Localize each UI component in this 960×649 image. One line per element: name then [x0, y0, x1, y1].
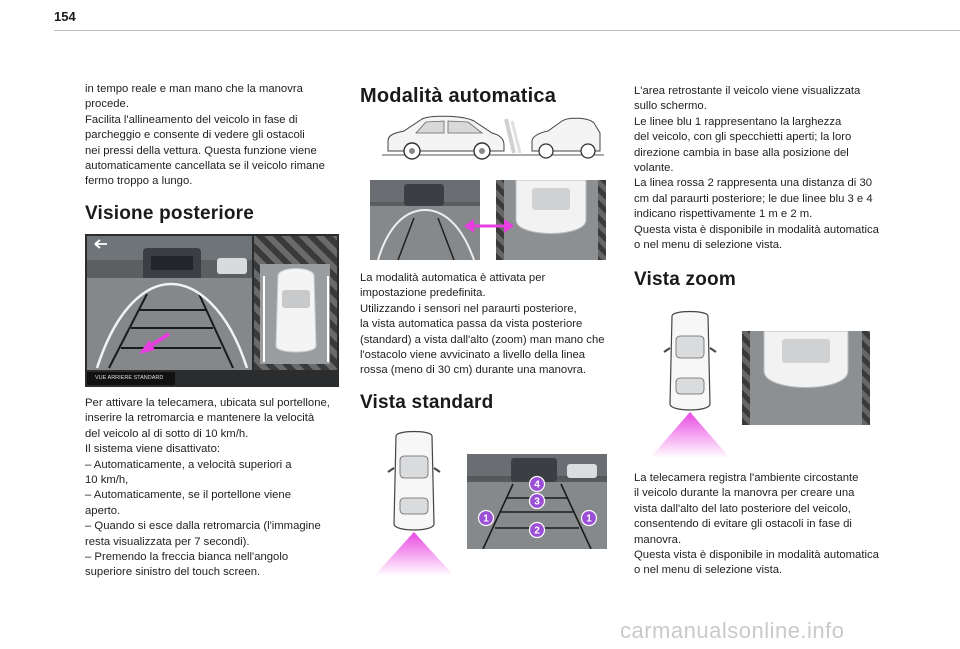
- heading-visione-posteriore: Visione posteriore: [85, 203, 255, 224]
- standard-view-body-text: L'area retrostante il veicolo viene visu…: [634, 85, 879, 252]
- switch-view-arrow-icon: [464, 219, 514, 233]
- watermark: carmanualsonline.info: [620, 618, 845, 643]
- zoom-view-scene: [750, 330, 862, 425]
- heading-vista-standard: Vista standard: [360, 392, 494, 413]
- standard-view-markers: 4 3 1 1 2: [477, 475, 598, 539]
- top-view-hatched: [254, 236, 337, 370]
- zoom-view-body-text: La telecamera registra l'ambiente circos…: [634, 472, 879, 577]
- screen-mode-label: VUE ARRIERE STANDARD: [87, 372, 175, 385]
- marker-4: 4: [528, 475, 546, 493]
- intro-text: in tempo reale e man mano che la manovra…: [85, 83, 325, 188]
- heading-vista-zoom: Vista zoom: [634, 269, 736, 290]
- auto-standard-scene: [370, 180, 480, 261]
- zoom-top-car-illustration: [650, 310, 730, 458]
- standard-top-car-illustration: [374, 430, 454, 576]
- zoom-view-camera-image: [742, 330, 870, 425]
- rear-camera-screen: VUE ARRIERE STANDARD: [85, 234, 339, 387]
- page-number: 154: [54, 9, 76, 24]
- auto-standard-view-image: [370, 180, 480, 261]
- svg-text:3: 3: [534, 497, 540, 508]
- camera-view-standard: [87, 236, 252, 370]
- marker-1-right: 1: [580, 509, 598, 527]
- svg-text:4: 4: [534, 480, 540, 491]
- auto-zoom-view-image: [496, 179, 606, 260]
- top-view-car: [260, 264, 330, 364]
- marker-2: 2: [528, 521, 546, 539]
- marker-1-left: 1: [477, 509, 495, 527]
- heading-modalita-automatica: Modalità automatica: [360, 85, 557, 107]
- camera-scene: [87, 236, 252, 370]
- svg-text:1: 1: [586, 514, 592, 525]
- rear-view-body-text: Per attivare la telecamera, ubicata sul …: [85, 397, 330, 579]
- marker-3: 3: [528, 492, 546, 510]
- svg-text:2: 2: [534, 526, 540, 537]
- car-side-illustration: [382, 115, 604, 160]
- auto-mode-body-text: La modalità automatica è attivata per im…: [360, 272, 605, 377]
- auto-zoom-scene: [504, 179, 598, 260]
- svg-text:1: 1: [483, 514, 489, 525]
- header-rule: [54, 30, 960, 31]
